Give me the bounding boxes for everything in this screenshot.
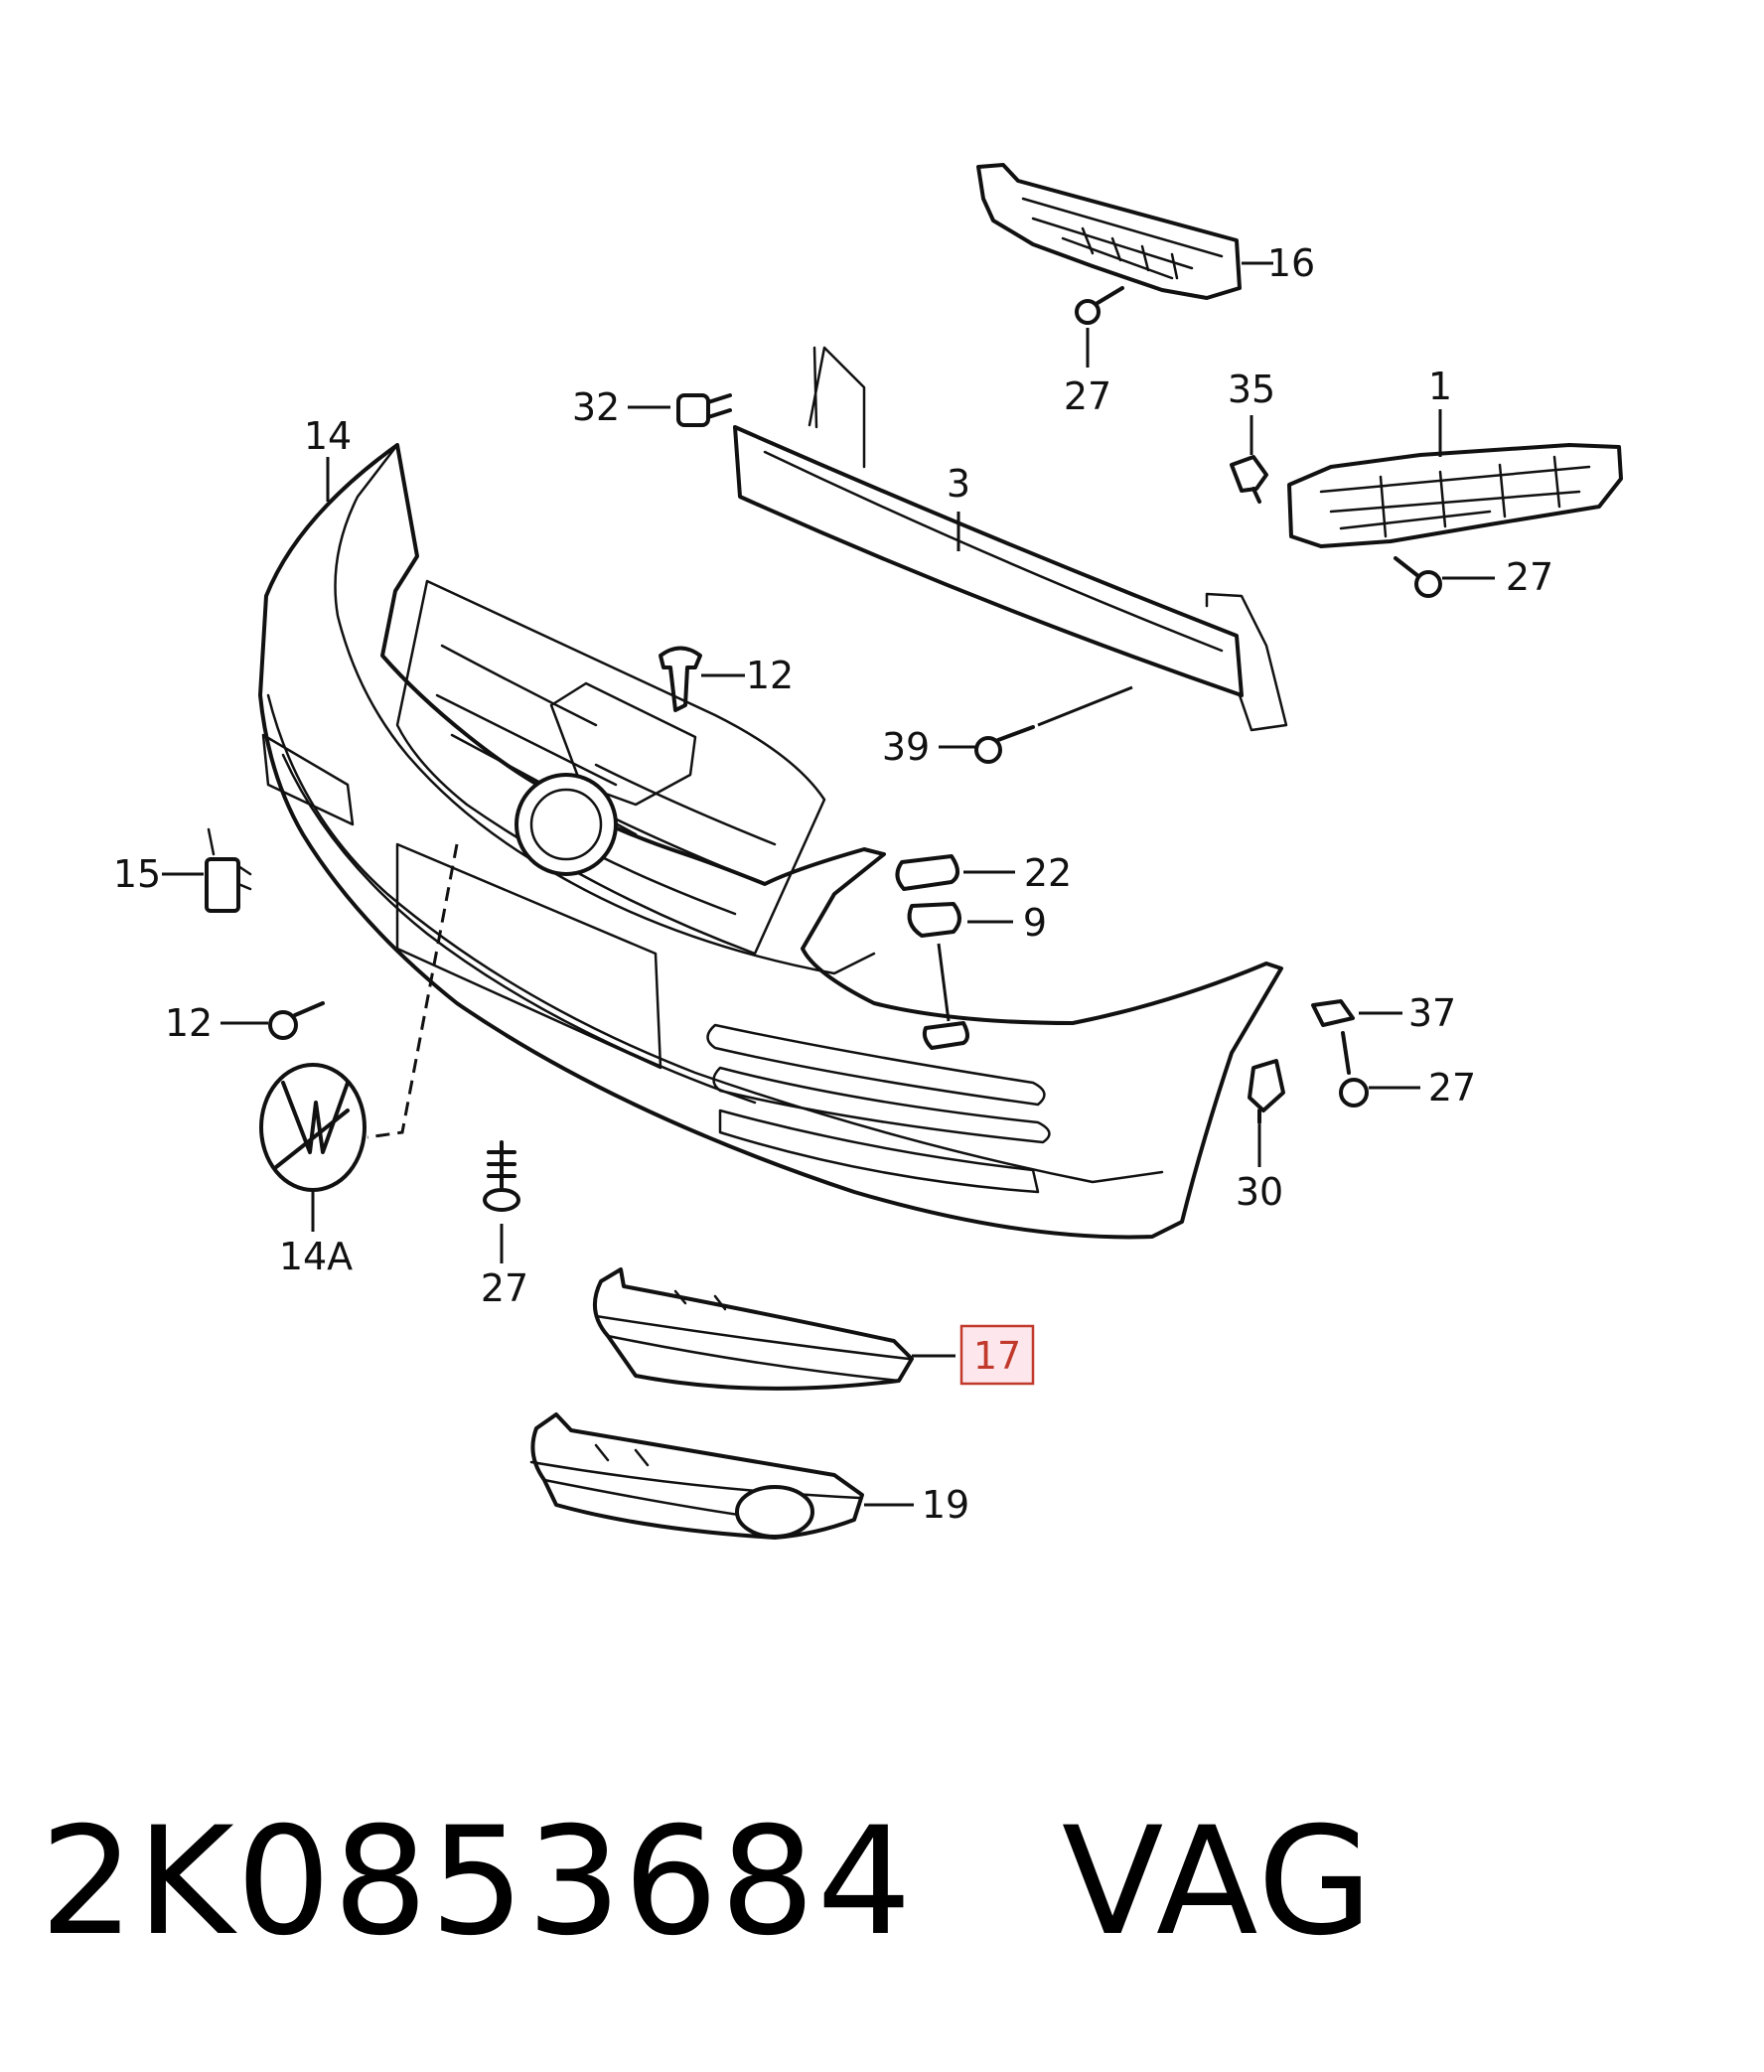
- callout-37: 37: [1408, 991, 1456, 1035]
- exploded-parts-diagram: 16 27 32 35 1 3 14 27 12 39 15 22 9 12 3…: [113, 163, 1623, 1540]
- callout-30: 30: [1236, 1170, 1283, 1214]
- part-number-caption: 2K0853684 VAG: [40, 1796, 1376, 1969]
- part-12-clip-top: [659, 646, 702, 712]
- callout-32: 32: [572, 385, 620, 429]
- callout-19: 19: [922, 1483, 969, 1527]
- part-37-clip: [1311, 999, 1355, 1027]
- part-14-bumper-cover: [258, 443, 1283, 1240]
- upper-grille: [395, 579, 826, 956]
- callout-14: 14: [304, 414, 352, 458]
- part-30-clip: [1248, 1059, 1285, 1124]
- part-32-bolt: [676, 393, 732, 427]
- part-14A-emblem: [259, 1063, 367, 1192]
- part-15-tow-cover: [205, 827, 252, 913]
- part-22-cap: [895, 854, 959, 891]
- part-35-clip: [1230, 455, 1268, 504]
- callout-39: 39: [882, 725, 930, 769]
- callout-35: 35: [1228, 368, 1275, 411]
- callout-17-highlight: 17: [959, 1324, 1035, 1386]
- callout-27-bottom: 27: [481, 1266, 528, 1310]
- callout-12-left: 12: [165, 1001, 213, 1045]
- callout-27-top: 27: [1064, 374, 1111, 418]
- part-39-bolt: [974, 725, 1035, 764]
- part-9-cap: [907, 902, 969, 1050]
- part-27-screw-top: [1075, 286, 1124, 325]
- callout-16: 16: [1267, 241, 1315, 285]
- part-16-bracket: [976, 163, 1242, 300]
- callout-1: 1: [1428, 365, 1452, 408]
- part-27-screw-right: [1394, 556, 1442, 598]
- part-12-clip-left: [268, 1001, 325, 1040]
- callout-22: 22: [1024, 851, 1072, 895]
- callout-17: 17: [973, 1334, 1021, 1378]
- part-19-fog-lamp-grille: [529, 1412, 864, 1540]
- callout-27-mid-right: 27: [1428, 1066, 1476, 1110]
- callout-14A: 14A: [279, 1235, 353, 1278]
- callout-3: 3: [947, 462, 970, 506]
- part-1-side-bracket: [1287, 443, 1623, 548]
- callout-12-top: 12: [746, 654, 794, 697]
- part-27-screw-bottom: [483, 1140, 520, 1212]
- callout-27-right: 27: [1506, 555, 1553, 599]
- callout-9: 9: [1023, 901, 1047, 945]
- part-17-lower-grille: [592, 1267, 914, 1391]
- callout-15: 15: [113, 852, 161, 896]
- part-3-impact-beam: [733, 346, 1288, 732]
- part-27-screw-mid-right: [1339, 1031, 1369, 1108]
